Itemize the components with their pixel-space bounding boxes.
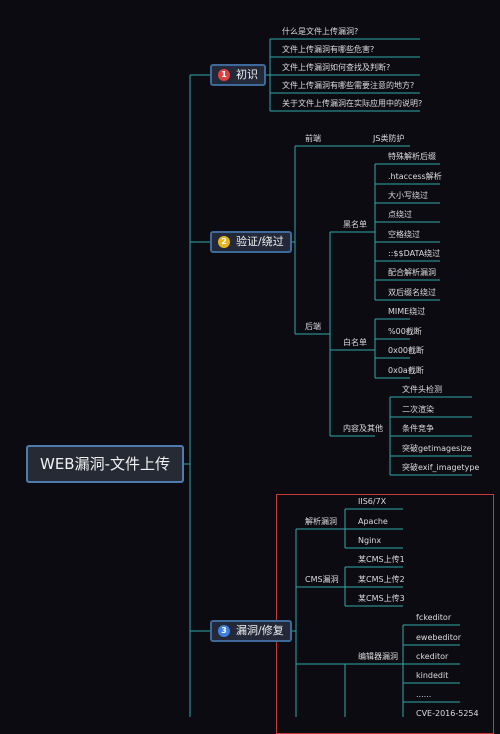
branch-intro-label: 初识 — [236, 68, 258, 81]
leaf-blacklist-2[interactable]: .htaccess解析 — [388, 172, 442, 181]
leaf-cms-1[interactable]: 某CMS上传1 — [358, 555, 405, 564]
leaf-whitelist-4[interactable]: 0x0a截断 — [388, 366, 424, 375]
leaf-content-2[interactable]: 二次渲染 — [402, 405, 434, 414]
leaf-parse-3[interactable]: Nginx — [358, 536, 382, 545]
leaf-blacklist-6[interactable]: ::$$DATA绕过 — [388, 249, 441, 258]
leaf-js-protection[interactable]: JS类防护 — [373, 134, 405, 143]
connector-lines — [184, 38, 472, 717]
leaf-whitelist-2[interactable]: %00截断 — [388, 327, 422, 336]
leaf-editor-1[interactable]: fckeditor — [416, 613, 452, 622]
leaf-whitelist-1[interactable]: MIME绕过 — [388, 307, 426, 316]
node-whitelist[interactable]: 白名单 — [343, 338, 367, 347]
leaf-content-1[interactable]: 文件头检测 — [402, 385, 442, 394]
leaf-blacklist-4[interactable]: 点绕过 — [388, 210, 412, 219]
leaf-editor-4[interactable]: kindedit — [416, 671, 449, 680]
leaf-intro-5[interactable]: 关于文件上传漏洞在实际应用中的说明? — [282, 99, 423, 108]
node-content-other[interactable]: 内容及其他 — [343, 424, 383, 433]
leaf-content-5[interactable]: 突破exif_imagetype — [402, 463, 480, 472]
number-3-badge-icon: 3 — [218, 625, 230, 637]
leaf-blacklist-8[interactable]: 双后缀名绕过 — [388, 288, 436, 297]
leaf-editor-3[interactable]: ckeditor — [416, 652, 449, 661]
leaf-intro-3[interactable]: 文件上传漏洞如何查找及判断? — [282, 63, 391, 72]
leaf-parse-2[interactable]: Apache — [358, 517, 388, 526]
leaf-intro-4[interactable]: 文件上传漏洞有哪些需要注意的地方? — [282, 81, 415, 90]
node-editor-vuln[interactable]: 编辑器漏洞 — [358, 652, 398, 661]
number-2-badge-icon: 2 — [218, 236, 230, 248]
leaf-intro-2[interactable]: 文件上传漏洞有哪些危害? — [282, 45, 375, 54]
node-blacklist[interactable]: 黑名单 — [343, 220, 367, 229]
leaf-parse-1[interactable]: IIS6/7X — [358, 497, 387, 506]
leaf-whitelist-3[interactable]: 0x00截断 — [388, 346, 425, 355]
leaf-editor-2[interactable]: ewebeditor — [416, 633, 462, 642]
leaf-editor-6[interactable]: CVE-2016-5254 — [416, 709, 479, 718]
branch-bypass[interactable]: 2 验证/绕过 — [210, 231, 292, 253]
highlight-box — [276, 494, 494, 734]
leaf-intro-1[interactable]: 什么是文件上传漏洞? — [282, 27, 359, 36]
leaf-content-3[interactable]: 条件竞争 — [402, 424, 434, 433]
root-node[interactable]: WEB漏洞-文件上传 — [26, 445, 184, 483]
leaf-blacklist-5[interactable]: 空格绕过 — [388, 230, 420, 239]
number-1-badge-icon: 1 — [218, 69, 230, 81]
leaf-editor-5[interactable]: ...... — [416, 690, 432, 699]
leaf-cms-2[interactable]: 某CMS上传2 — [358, 575, 405, 584]
branch-vuln-fix-label: 漏洞/修复 — [236, 624, 284, 637]
branch-bypass-label: 验证/绕过 — [236, 235, 284, 248]
node-backend[interactable]: 后端 — [305, 322, 321, 331]
leaf-blacklist-3[interactable]: 大小写绕过 — [388, 191, 428, 200]
leaf-content-4[interactable]: 突破getimagesize — [402, 444, 472, 453]
node-frontend[interactable]: 前端 — [305, 134, 321, 143]
leaf-cms-3[interactable]: 某CMS上传3 — [358, 594, 405, 603]
leaf-blacklist-1[interactable]: 特殊解析后缀 — [388, 152, 436, 161]
node-cms-vuln[interactable]: CMS漏洞 — [305, 575, 339, 584]
branch-intro[interactable]: 1 初识 — [210, 64, 266, 86]
branch-vuln-fix[interactable]: 3 漏洞/修复 — [210, 620, 292, 642]
node-parse-vuln[interactable]: 解析漏洞 — [305, 517, 337, 526]
leaf-blacklist-7[interactable]: 配合解析漏洞 — [388, 268, 436, 277]
